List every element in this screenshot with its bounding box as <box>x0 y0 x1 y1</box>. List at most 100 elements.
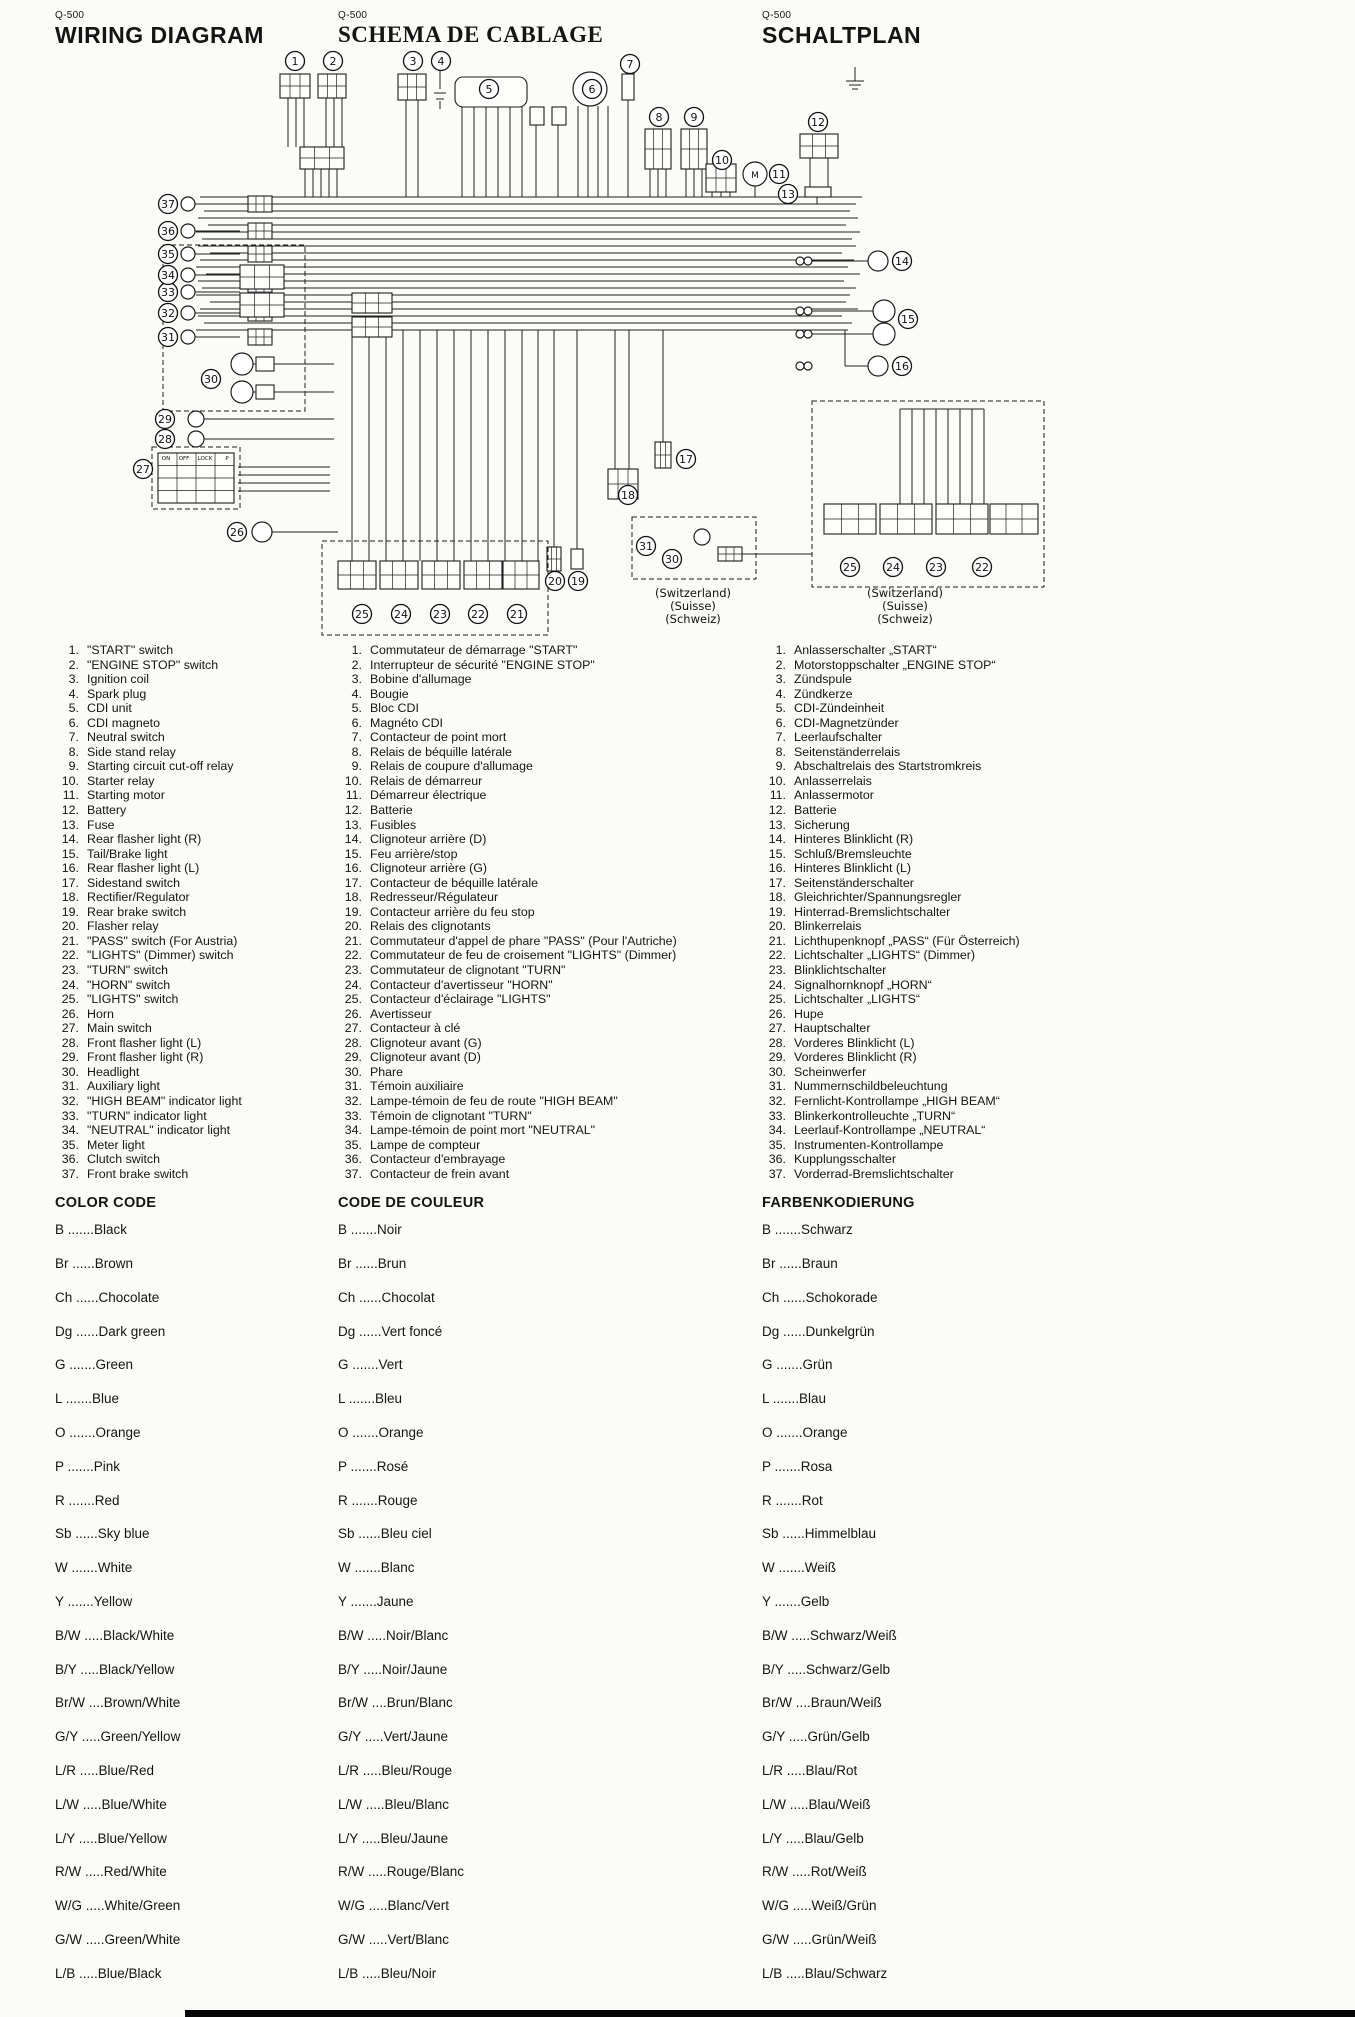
component-callout-18: 18 <box>617 484 639 506</box>
legend-item-label: Relais de coupure d'allumage <box>370 759 533 774</box>
legend-item-en-23: 23."TURN" switch <box>55 963 338 978</box>
legend-item-label: Side stand relay <box>87 744 176 759</box>
color-code-entry-B-Y: B/Y .....Schwarz/Gelb <box>762 1661 891 1677</box>
legend-item-label: Vorderrad-Bremslichtschalter <box>794 1166 954 1181</box>
legend-item-number: 4. <box>775 686 786 701</box>
svg-text:3: 3 <box>410 55 417 68</box>
header-french: Q-500 SCHEMA DE CABLAGE <box>338 10 762 49</box>
component-callout-11: 11 <box>768 163 790 185</box>
legend-item-de-10: 10.Anlasserrelais <box>762 774 1355 789</box>
legend-item-en-3: 3.Ignition coil <box>55 672 338 687</box>
legend-item-fr-22: 22.Commutateur de feu de croisement "LIG… <box>338 948 762 963</box>
component-callout-6: 6 <box>581 78 603 100</box>
legend-item-label: Tail/Brake light <box>87 846 168 861</box>
component-callout-33: 33 <box>157 281 179 303</box>
color-code-entry-Ch: Ch ......Chocolat <box>338 1289 435 1305</box>
legend-item-label: "LIGHTS" switch <box>87 992 179 1007</box>
legend-item-de-19: 19.Hinterrad-Bremslichtschalter <box>762 905 1355 920</box>
legend-item-de-28: 28.Vorderes Blinklicht (L) <box>762 1036 1355 1051</box>
svg-text:7: 7 <box>627 58 634 71</box>
legend-item-label: Clignoteur arrière (G) <box>370 861 488 876</box>
legend-item-de-26: 26.Hupe <box>762 1007 1355 1022</box>
svg-text:30: 30 <box>204 373 218 386</box>
color-code-entry-B: B .......Noir <box>338 1222 402 1238</box>
legend-item-label: Feu arrière/stop <box>370 846 458 861</box>
component-callout-8: 8 <box>648 106 670 128</box>
legend-item-number: 3. <box>351 672 362 687</box>
legend-item-de-2: 2.Motorstoppschalter „ENGINE STOP“ <box>762 658 1355 673</box>
svg-text:8: 8 <box>656 111 663 124</box>
legend-item-number: 10. <box>61 773 79 788</box>
legend-item-label: Anlasserschalter „START“ <box>794 643 937 657</box>
legend-item-de-24: 24.Signalhornknopf „HORN“ <box>762 978 1355 993</box>
legend-item-label: Starter relay <box>87 773 155 788</box>
legend-item-label: Contacteur de frein avant <box>370 1166 510 1181</box>
legend-item-fr-15: 15. Feu arrière/stop <box>338 847 762 862</box>
legend-item-en-33: 33."TURN" indicator light <box>55 1109 338 1124</box>
legend-item-label: Blinklichtschalter <box>794 963 887 978</box>
legend-item-label: Kupplungsschalter <box>794 1152 896 1167</box>
color-code-entry-B-Y: B/Y .....Black/Yellow <box>55 1661 175 1677</box>
color-code-entry-Br: Br ......Brun <box>338 1256 407 1272</box>
component-callout-35: 35 <box>157 243 179 265</box>
legend-item-label: Front brake switch <box>87 1166 189 1181</box>
legend-item-label: Abschaltrelais des Startstromkreis <box>794 759 982 774</box>
legend-item-de-13: 13.Sicherung <box>762 818 1355 833</box>
color-code-title-en: COLOR CODE <box>55 1195 157 1212</box>
legend-item-number: 30. <box>768 1064 786 1079</box>
legend-item-label: Lampe-témoin de feu de route "HIGH BEAM" <box>370 1093 618 1108</box>
legend-item-en-18: 18.Rectifier/Regulator <box>55 890 338 905</box>
component-callout-29: 29 <box>154 408 176 430</box>
legend-item-de-3: 3.Zündspule <box>762 672 1355 687</box>
legend-item-number: 29. <box>344 1050 362 1065</box>
legend-item-label: Témoin de clignotant "TURN" <box>370 1108 532 1123</box>
color-code-entry-G-W: G/W .....Vert/Blanc <box>338 1931 450 1947</box>
svg-text:17: 17 <box>679 453 693 466</box>
legend-item-number: 15. <box>344 846 362 861</box>
legend-item-de-8: 8.Seitenständerrelais <box>762 745 1355 760</box>
page-title-fr: SCHEMA DE CABLAGE <box>338 22 604 47</box>
legend-item-number: 23. <box>344 963 362 978</box>
svg-text:4: 4 <box>438 55 445 68</box>
legend-item-label: Commutateur de démarrage "START" <box>370 643 578 657</box>
svg-text:1: 1 <box>292 55 299 68</box>
component-callout-21: 21 <box>506 603 528 625</box>
component-callout-24: 24 <box>882 556 904 578</box>
legend-item-en-6: 6.CDI magneto <box>55 716 338 731</box>
legend-item-number: 26. <box>344 1006 362 1021</box>
color-code-entry-L-W: L/W .....Blau/Weiß <box>762 1796 871 1812</box>
legend-item-label: "NEUTRAL" indicator light <box>87 1123 231 1138</box>
color-code-entry-P: P .......Rosé <box>338 1458 409 1474</box>
color-code-entry-B-Y: B/Y .....Noir/Jaune <box>338 1661 448 1677</box>
svg-text:26: 26 <box>230 526 244 539</box>
color-code-entry-W: W .......White <box>55 1560 133 1576</box>
legend-item-label: Signalhornknopf „HORN“ <box>794 977 932 992</box>
color-code-entry-L-W: L/W .....Bleu/Blanc <box>338 1796 450 1812</box>
legend-item-de-31: 31.Nummernschildbeleuchtung <box>762 1079 1355 1094</box>
legend-item-en-34: 34."NEUTRAL" indicator light <box>55 1123 338 1138</box>
svg-text:33: 33 <box>161 286 175 299</box>
legend-item-label: Rectifier/Regulator <box>87 890 190 905</box>
scan-edge-bar <box>185 2010 1355 2017</box>
legend-item-number: 28. <box>61 1035 79 1050</box>
legend-item-label: Sicherung <box>794 817 850 832</box>
legend-item-number: 29. <box>61 1050 79 1065</box>
legend-item-number: 34. <box>344 1123 362 1138</box>
legend-item-en-12: 12.Battery <box>55 803 338 818</box>
legend-item-number: 6. <box>775 715 786 730</box>
legend-item-number: 14. <box>344 832 362 847</box>
legend-item-de-7: 7.Leerlaufschalter <box>762 730 1355 745</box>
legend-item-number: 17. <box>344 875 362 890</box>
color-code-entry-G: G .......Vert <box>338 1357 403 1373</box>
svg-text:23: 23 <box>929 561 943 574</box>
legend-item-number: 10. <box>768 773 786 788</box>
legend-item-en-2: 2."ENGINE STOP" switch <box>55 658 338 673</box>
legend-item-fr-36: 36.Contacteur d'embrayage <box>338 1152 762 1167</box>
legend-item-label: Fuse <box>87 817 115 832</box>
color-code-entry-O: O .......Orange <box>338 1425 424 1441</box>
legend-item-number: 28. <box>768 1035 786 1050</box>
legend-item-label: Contacteur arrière du feu stop <box>370 904 535 919</box>
color-code-entry-R-W: R/W .....Red/White <box>55 1864 167 1880</box>
diagram-label: OFF <box>179 456 190 462</box>
